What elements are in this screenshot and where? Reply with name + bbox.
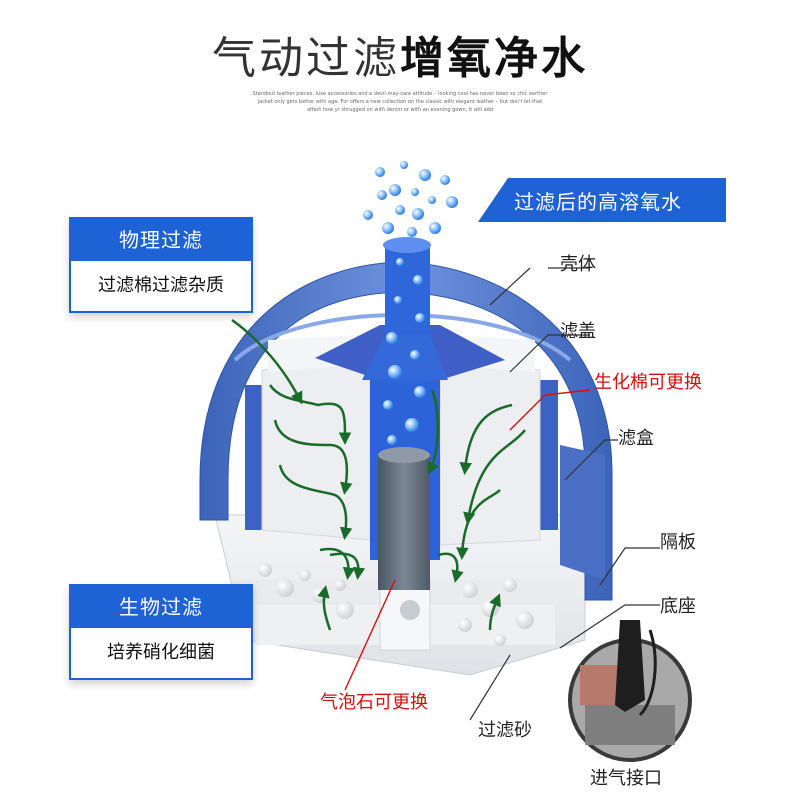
title-bold: 增氧净水 bbox=[400, 33, 588, 84]
biological-filtration-title: 生物过滤 bbox=[71, 586, 251, 628]
air-stone-rod bbox=[378, 447, 430, 590]
physical-filtration-title: 物理过滤 bbox=[71, 219, 251, 261]
label-shell: 壳体 bbox=[560, 254, 596, 275]
filter-box-left bbox=[245, 385, 265, 530]
biological-filtration-callout: 生物过滤 培养硝化细菌 bbox=[69, 584, 253, 680]
filtered-water-banner-text: 过滤后的高溶氧水 bbox=[514, 190, 682, 214]
label-air-inlet: 进气接口 bbox=[590, 768, 662, 789]
leader-lines bbox=[469, 267, 660, 721]
label-base: 底座 bbox=[660, 596, 696, 617]
air-inlet-photo bbox=[568, 620, 692, 762]
label-filter-sand: 过滤砂 bbox=[478, 720, 532, 741]
label-bio-cotton: 生化棉可更换 bbox=[594, 372, 702, 393]
filtered-water-banner bbox=[478, 178, 726, 222]
label-air-stone: 气泡石可更换 bbox=[320, 692, 428, 713]
base-part bbox=[214, 514, 586, 676]
title-light: 气动过滤 bbox=[212, 33, 400, 84]
red-leader-lines bbox=[344, 389, 591, 691]
subtitle-text: Standout leather pieces, luxe accessorie… bbox=[252, 91, 548, 113]
physical-filtration-callout: 物理过滤 过滤棉过滤杂质 bbox=[69, 217, 253, 313]
water-flow-arrows bbox=[231, 318, 526, 631]
biological-filtration-desc: 培养硝化细菌 bbox=[107, 642, 215, 663]
oxygen-bubbles bbox=[363, 161, 458, 445]
filter-box-right bbox=[540, 380, 558, 530]
filter-cotton bbox=[261, 335, 541, 546]
filter-sand-balls bbox=[258, 563, 534, 646]
label-filter-cover: 滤盖 bbox=[560, 321, 596, 342]
label-partition: 隔板 bbox=[660, 532, 696, 553]
label-filter-box: 滤盒 bbox=[618, 428, 654, 449]
page-title: 气动过滤增氧净水 bbox=[0, 22, 800, 86]
physical-filtration-desc: 过滤棉过滤杂质 bbox=[98, 275, 224, 296]
